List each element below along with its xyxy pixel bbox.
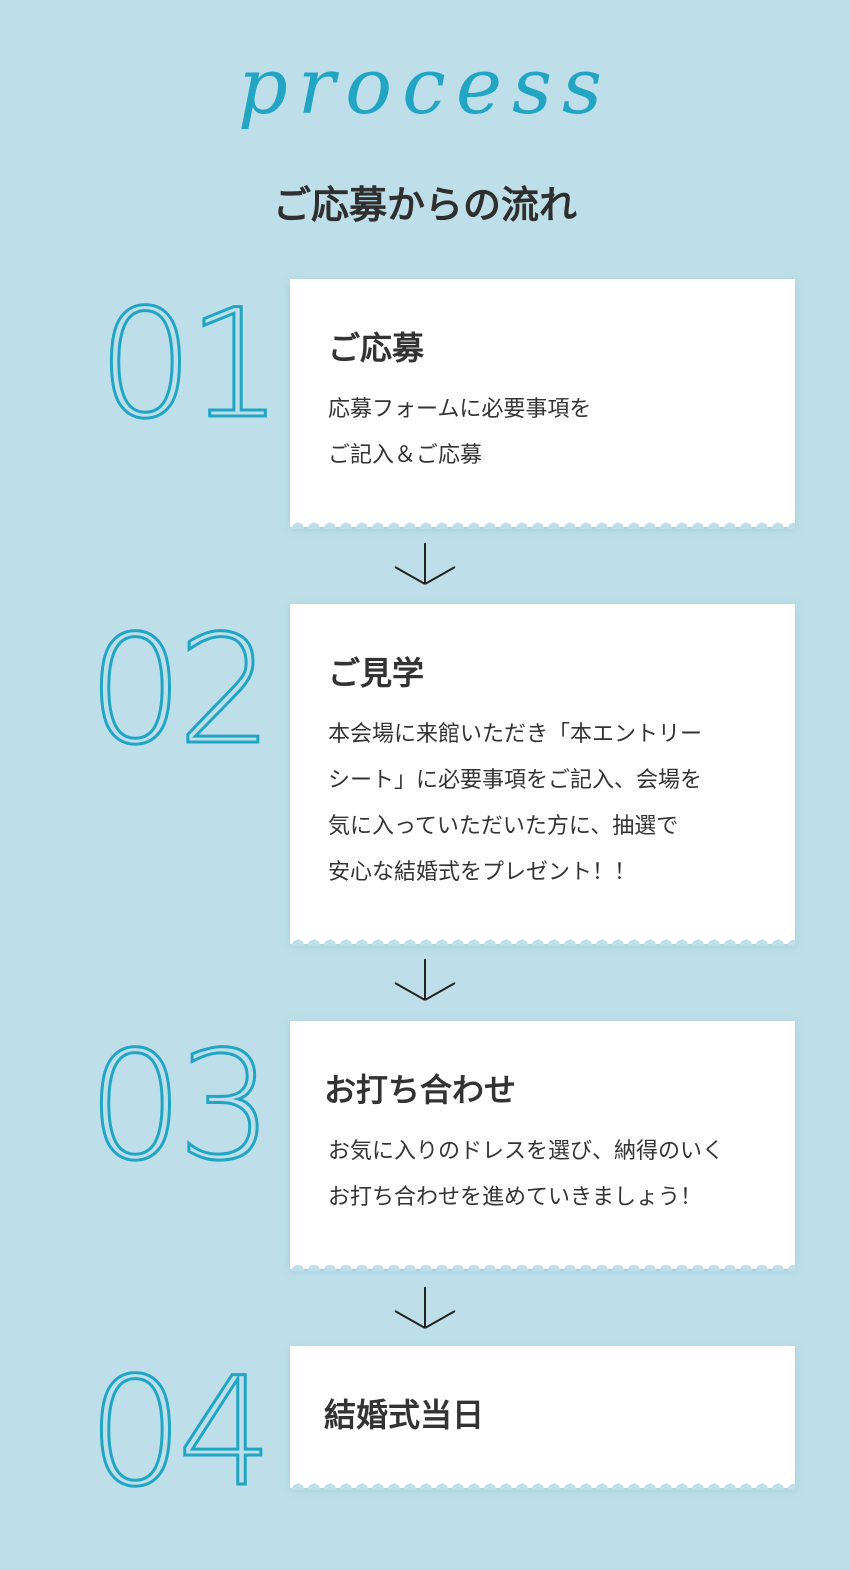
step-description-line: シート」に必要事項をご記入、会場を bbox=[328, 768, 703, 793]
step-card-02: ご見学 本会場に来館いただき「本エントリー シート」に必要事項をご記入、会場を … bbox=[290, 604, 795, 946]
step-description-line: お打ち合わせを進めていきましょう！ bbox=[328, 1185, 703, 1210]
step-description-line: 本会場に来館いただき「本エントリー bbox=[328, 722, 703, 747]
step-description: 本会場に来館いただき「本エントリー シート」に必要事項をご記入、会場を 気に入っ… bbox=[328, 712, 775, 896]
step-description: 応募フォームに必要事項を ご記入＆ご応募 bbox=[328, 387, 775, 479]
down-arrow-icon bbox=[394, 543, 456, 585]
step-title: ご見学 bbox=[328, 654, 425, 692]
step-number-03: 03 bbox=[87, 1020, 275, 1194]
step-description-line: 応募フォームに必要事項を bbox=[328, 397, 592, 422]
step-description-line: お気に入りのドレスを選び、納得のいく bbox=[328, 1139, 725, 1164]
step-card-04: 結婚式当日 bbox=[290, 1346, 795, 1490]
step-number-01: 01 bbox=[97, 278, 285, 452]
step-title: ご応募 bbox=[328, 329, 425, 367]
step-title: 結婚式当日 bbox=[324, 1396, 485, 1434]
page-title: ご応募からの流れ bbox=[272, 182, 577, 227]
down-arrow-icon bbox=[394, 959, 456, 1001]
step-card-01: ご応募 応募フォームに必要事項を ご記入＆ご応募 bbox=[290, 279, 795, 529]
step-description-line: 安心な結婚式をプレゼント！！ bbox=[328, 860, 637, 885]
step-description: お気に入りのドレスを選び、納得のいく お打ち合わせを進めていきましょう！ bbox=[328, 1129, 775, 1221]
step-title: お打ち合わせ bbox=[324, 1071, 517, 1109]
step-description-line: 気に入っていただいた方に、抽選で bbox=[328, 814, 679, 839]
step-card-03: お打ち合わせ お気に入りのドレスを選び、納得のいく お打ち合わせを進めていきまし… bbox=[290, 1021, 795, 1271]
down-arrow-icon bbox=[394, 1287, 456, 1329]
process-script-heading: process bbox=[237, 42, 613, 132]
step-number-04: 04 bbox=[87, 1346, 275, 1520]
step-description-line: ご記入＆ご応募 bbox=[328, 443, 483, 468]
step-number-02: 02 bbox=[87, 604, 275, 778]
